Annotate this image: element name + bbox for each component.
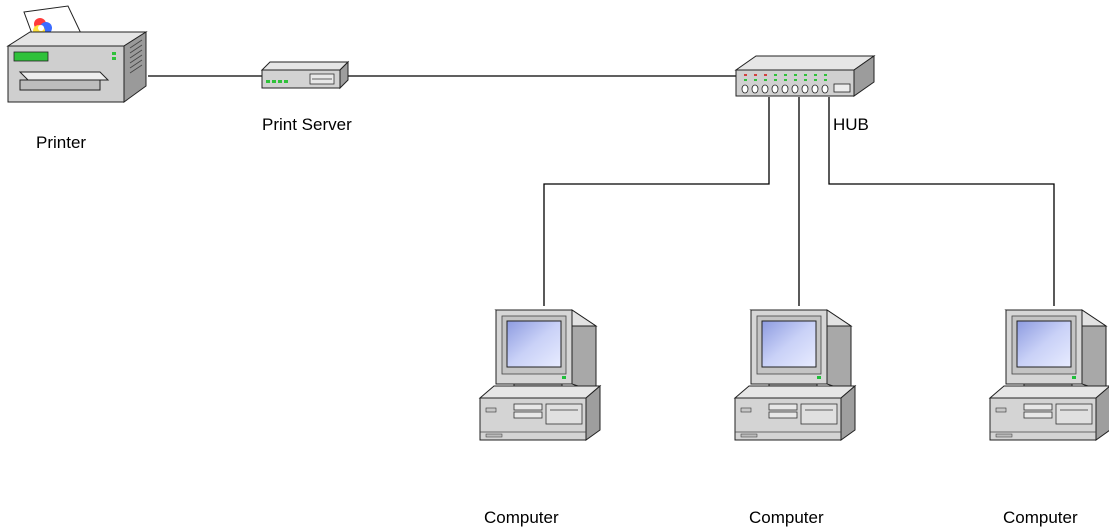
printer-label: Printer — [36, 133, 86, 152]
computer-label-3: Computer — [1003, 508, 1078, 527]
connection-lines — [148, 75, 1055, 306]
print-server-icon — [260, 60, 350, 90]
link-hub-computer-3 — [828, 97, 1055, 306]
computer-icon — [479, 309, 601, 441]
link-hub-computer-1 — [543, 97, 770, 306]
computer-label-1: Computer — [484, 508, 559, 527]
computer-icon — [989, 309, 1109, 441]
hub-label: HUB — [833, 115, 869, 134]
computer-label-2: Computer — [749, 508, 824, 527]
computer-icon — [734, 309, 856, 441]
hub-icon — [734, 55, 876, 97]
printer-icon — [6, 5, 148, 103]
print-server-label: Print Server — [262, 115, 352, 134]
